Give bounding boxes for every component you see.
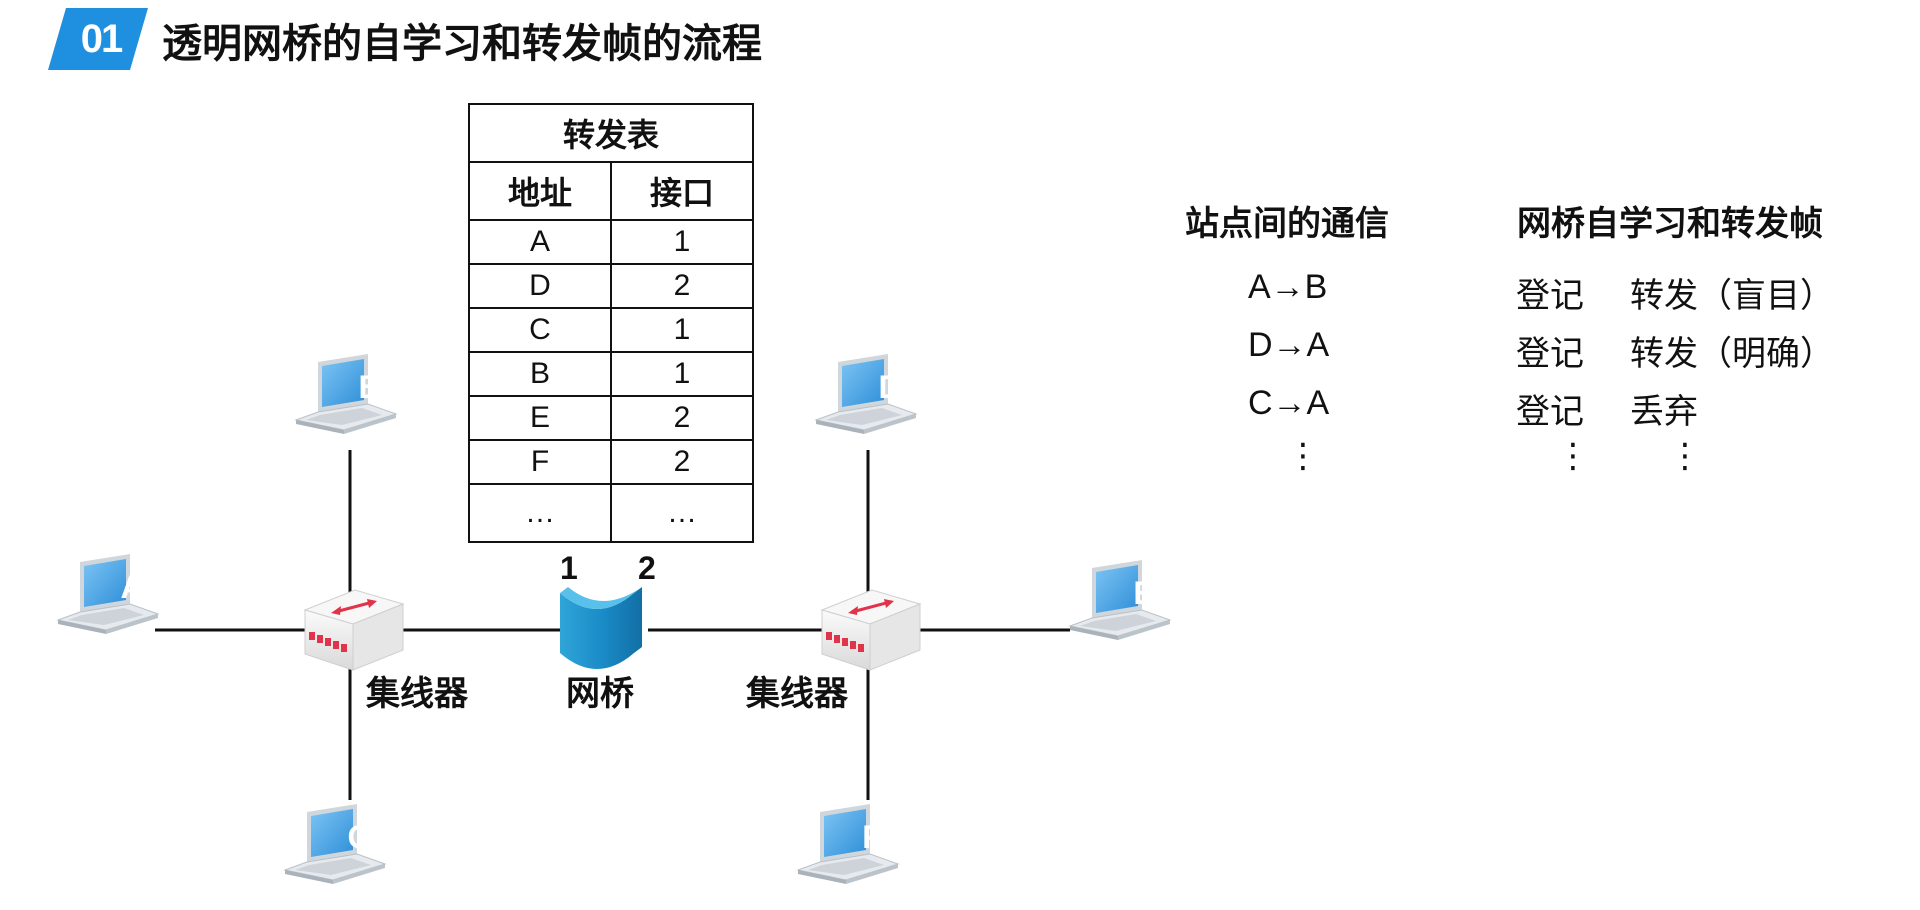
cell-port: 1 — [610, 219, 754, 265]
column-header-port: 接口 — [610, 161, 754, 221]
host-label-e: E — [1133, 575, 1154, 611]
comm-row-2: D→A — [1248, 326, 1330, 364]
cell-port: … — [610, 483, 754, 543]
cell-port: 2 — [610, 395, 754, 441]
table-row: C 1 — [468, 307, 754, 353]
comm-row-1: A→B — [1248, 268, 1328, 306]
table-row: B 1 — [468, 351, 754, 397]
forward-row-2: 转发（明确） — [1630, 334, 1834, 374]
column-header-address: 地址 — [468, 161, 612, 221]
forward-row-3: 丢弃 — [1630, 392, 1698, 432]
cell-port: 1 — [610, 307, 754, 353]
table-row: D 2 — [468, 263, 754, 309]
table-row: A 1 — [468, 219, 754, 265]
section-number: 01 — [80, 16, 124, 61]
learn-row-1: 登记 — [1516, 276, 1584, 316]
action-header: 网桥自学习和转发帧 — [1517, 204, 1823, 244]
cell-address: F — [468, 439, 612, 485]
host-label-f: F — [862, 819, 882, 855]
comm-ellipsis: ⋮ — [1286, 436, 1320, 476]
host-label-d: D — [878, 369, 901, 405]
links — [155, 450, 1070, 800]
laptop-icon-f — [797, 803, 899, 885]
hub-right-label: 集线器 — [746, 674, 848, 714]
cell-address: D — [468, 263, 612, 309]
bridge-port-2: 2 — [638, 550, 656, 586]
cell-address: B — [468, 351, 612, 397]
comm-header: 站点间的通信 — [1185, 204, 1389, 244]
forward-ellipsis: ⋮ — [1668, 436, 1702, 476]
learn-ellipsis: ⋮ — [1556, 436, 1590, 476]
learn-row-3: 登记 — [1516, 392, 1584, 432]
forward-row-1: 转发（盲目） — [1630, 276, 1834, 316]
cell-address: … — [468, 483, 612, 543]
cell-address: A — [468, 219, 612, 265]
host-label-c: C — [347, 819, 370, 855]
cell-address: E — [468, 395, 612, 441]
table-row: … … — [468, 483, 754, 543]
page-title: 透明网桥的自学习和转发帧的流程 — [162, 21, 762, 67]
cell-port: 2 — [610, 439, 754, 485]
cell-address: C — [468, 307, 612, 353]
forwarding-table: 转发表 地址 接口 A 1 D 2 C 1 B 1 E 2 F 2 … … — [468, 103, 754, 543]
section-badge — [48, 8, 148, 70]
comm-row-3: C→A — [1248, 384, 1330, 422]
hub-icon-right — [820, 588, 922, 672]
host-label-a: A — [120, 569, 143, 605]
table-row: E 2 — [468, 395, 754, 441]
table-caption: 转发表 — [468, 103, 754, 163]
hub-left-label: 集线器 — [366, 674, 468, 714]
laptop-icon-e — [1069, 559, 1171, 641]
table-row: F 2 — [468, 439, 754, 485]
bridge-port-1: 1 — [560, 550, 578, 586]
learn-row-2: 登记 — [1516, 334, 1584, 374]
bridge-icon — [560, 587, 642, 669]
host-label-b: B — [358, 369, 381, 405]
cell-port: 2 — [610, 263, 754, 309]
cell-port: 1 — [610, 351, 754, 397]
hub-icon-left — [303, 588, 405, 672]
bridge-label: 网桥 — [566, 674, 634, 714]
